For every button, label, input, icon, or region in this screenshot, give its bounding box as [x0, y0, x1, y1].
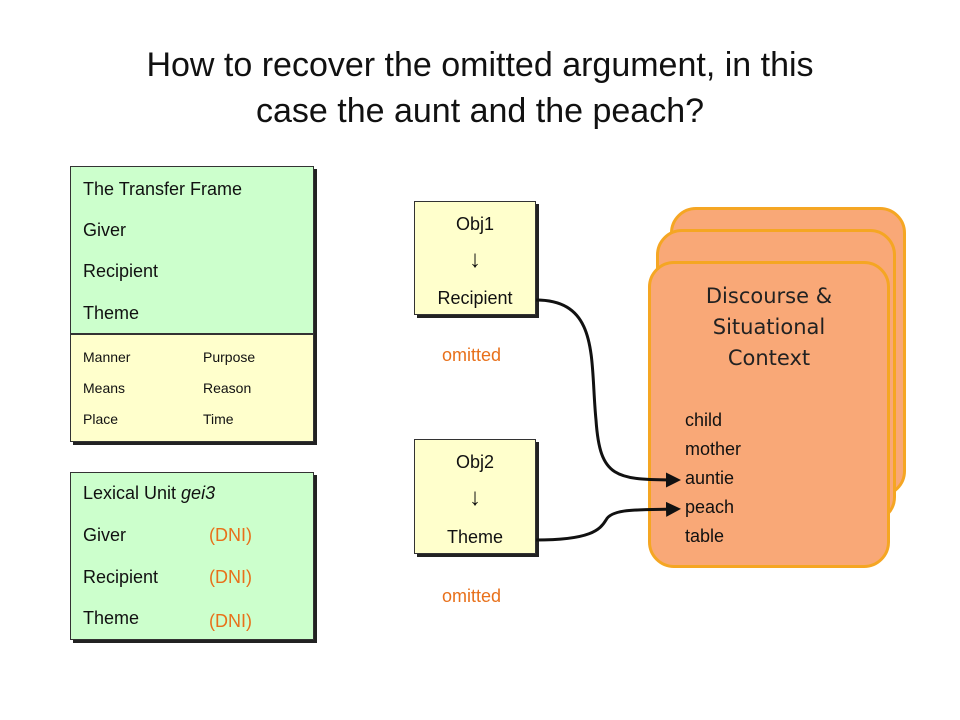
peripheral-place: Place	[83, 411, 119, 427]
context-item-child: child	[685, 410, 723, 430]
core-role-theme: Theme	[83, 303, 140, 323]
title-line-1: How to recover the omitted argument, in …	[146, 46, 814, 84]
context-card-front: Discourse & Situational Context child mo…	[648, 261, 890, 568]
obj1-label: Obj1	[455, 214, 495, 234]
peripheral-manner: Manner	[83, 349, 131, 365]
obj2-role: Theme	[446, 527, 504, 547]
lexical-unit-word: gei3	[181, 483, 216, 503]
lu-value-giver: (DNI)	[209, 525, 252, 545]
obj2-down-arrow-icon: ↓	[469, 484, 481, 511]
context-title-line-3: Context	[727, 346, 811, 370]
context-item-auntie: auntie	[685, 468, 735, 488]
peripheral-purpose: Purpose	[203, 349, 256, 365]
obj1-role: Recipient	[437, 288, 513, 308]
obj2-box: Obj2 ↓ Theme	[414, 439, 536, 554]
transfer-frame-core: The Transfer Frame Giver Recipient Theme	[70, 166, 314, 334]
lexical-unit-header: Lexical Unit gei3	[83, 483, 215, 504]
lu-role-recipient: Recipient	[83, 567, 159, 587]
peripheral-time: Time	[203, 411, 234, 427]
context-title-line-1: Discourse &	[705, 284, 833, 308]
slide-title: How to recover the omitted argument, in …	[0, 42, 960, 134]
lexical-unit-prefix: Lexical Unit	[83, 483, 182, 503]
context-item-mother: mother	[685, 439, 742, 459]
obj1-down-arrow-icon: ↓	[469, 246, 481, 273]
obj2-status: omitted	[442, 586, 502, 606]
context-title-line-2: Situational	[712, 315, 826, 339]
lu-role-theme: Theme	[83, 608, 140, 628]
core-role-recipient: Recipient	[83, 261, 159, 281]
lu-value-recipient: (DNI)	[209, 567, 252, 587]
lu-role-giver: Giver	[83, 525, 127, 545]
lexical-unit-box: Lexical Unit gei3 Giver Recipient Theme …	[70, 472, 314, 640]
lu-value-theme: (DNI)	[209, 611, 252, 631]
context-item-table: table	[685, 526, 725, 546]
obj2-label: Obj2	[455, 452, 495, 472]
connector-recipient-to-auntie	[535, 298, 681, 488]
connector-theme-to-peach	[535, 501, 681, 542]
transfer-frame-peripheral: Manner Means Place Purpose Reason Time	[70, 334, 314, 442]
peripheral-means: Means	[83, 380, 126, 396]
obj1-box: Obj1 ↓ Recipient	[414, 201, 536, 315]
transfer-frame-header: The Transfer Frame	[83, 179, 243, 199]
context-item-peach: peach	[685, 497, 735, 517]
obj1-status: omitted	[442, 345, 502, 365]
peripheral-reason: Reason	[203, 380, 252, 396]
title-line-2: case the aunt and the peach?	[255, 92, 705, 130]
core-role-giver: Giver	[83, 220, 127, 240]
